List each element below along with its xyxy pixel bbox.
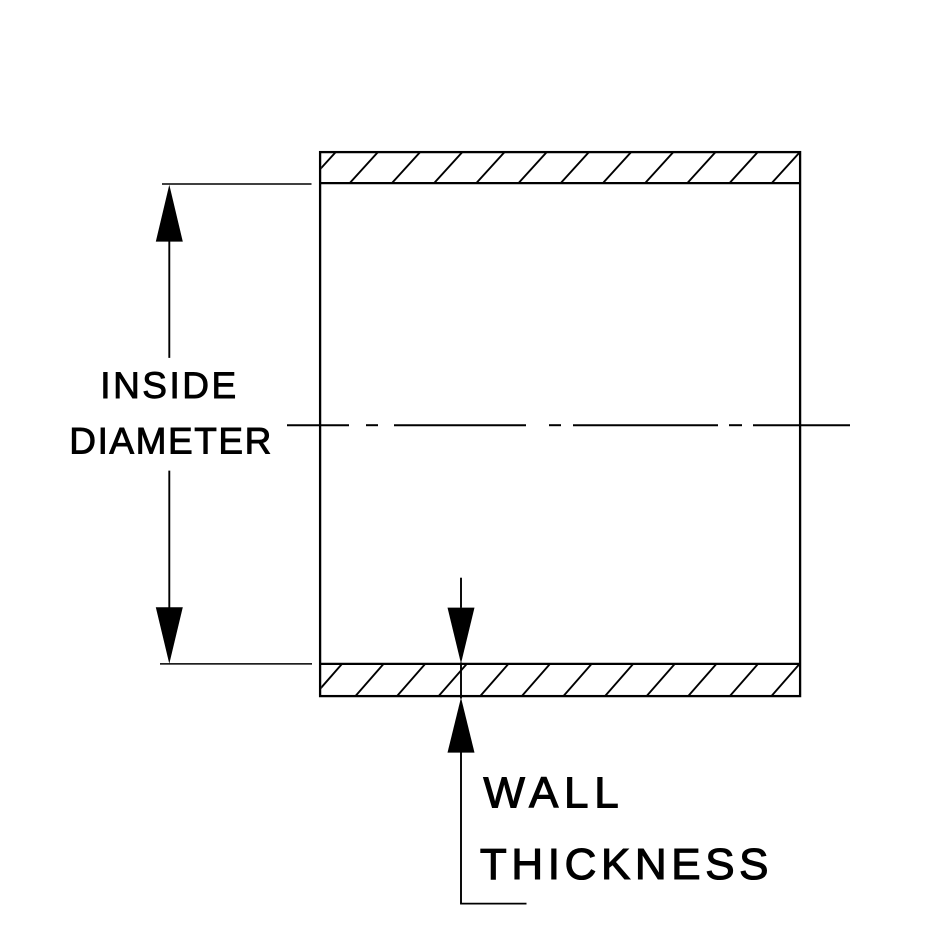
svg-text:THICKNESS: THICKNESS — [480, 840, 773, 889]
svg-text:INSIDE: INSIDE — [100, 365, 238, 406]
svg-text:WALL: WALL — [483, 769, 624, 818]
svg-text:DIAMETER: DIAMETER — [69, 421, 273, 462]
